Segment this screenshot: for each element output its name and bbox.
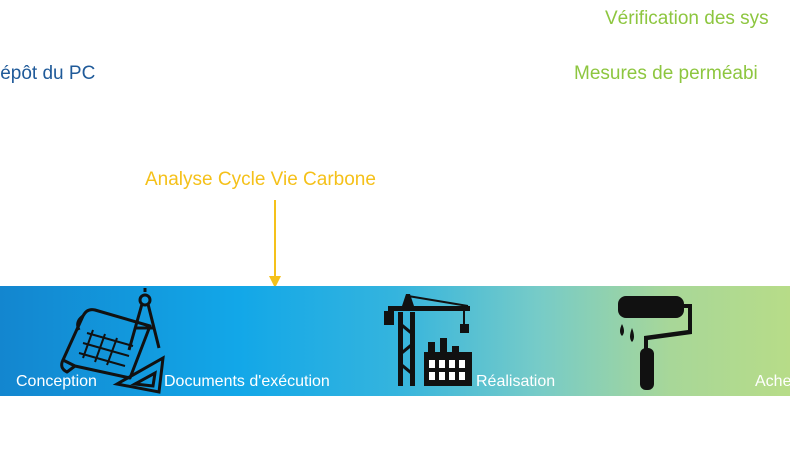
blueprint-compass-icon (60, 288, 165, 394)
phase-achevement: Ache (755, 373, 790, 390)
label-depot-pc: lépôt du PC (0, 63, 96, 84)
acv-arrow (269, 200, 281, 288)
crane-factory-icon (384, 294, 472, 386)
label-analyse-cycle-vie: Analyse Cycle Vie Carbone (145, 169, 376, 190)
phase-realisation: Réalisation (476, 373, 556, 390)
label-verification-systemes: Vérification des sys (605, 8, 769, 29)
label-mesures-permeabilite: Mesures de perméabi (574, 63, 758, 84)
phase-documents-execution: Documents d'exécution (164, 373, 330, 390)
phase-conception: Conception (16, 373, 97, 390)
phase-timeline-band: Conception Documents d'exécution Réalisa… (0, 286, 790, 396)
paint-roller-icon (618, 296, 692, 390)
